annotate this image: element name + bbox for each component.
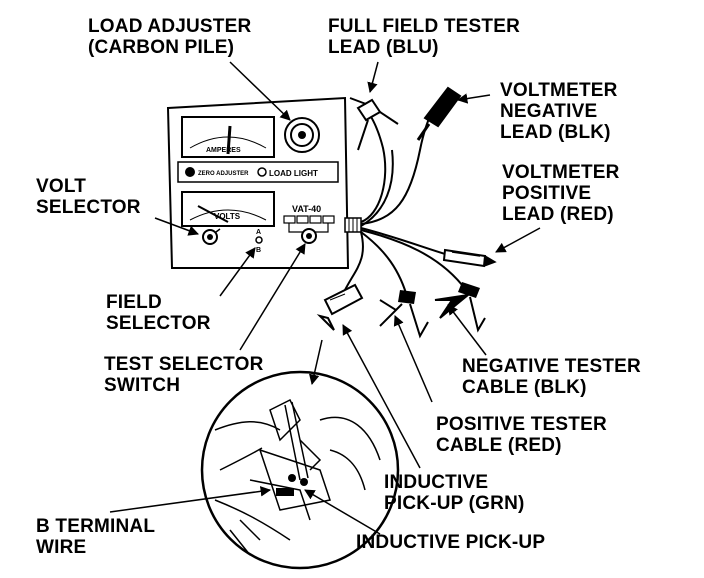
load-light-label: LOAD LIGHT <box>269 169 318 178</box>
load-adjuster-knob[interactable] <box>284 117 320 153</box>
ammeter-label: AMPERES <box>206 147 241 154</box>
volts-label: VOLTS <box>214 212 241 221</box>
volt-selector-knob[interactable] <box>202 228 221 245</box>
full-field-clip <box>349 97 399 151</box>
voltmeter-positive-clip <box>442 248 497 268</box>
leader-lines <box>109 61 541 535</box>
voltmeter-window <box>181 191 275 227</box>
zero-adjuster-icon[interactable] <box>185 167 195 177</box>
svg-text:A: A <box>256 229 261 236</box>
zero-adjuster-label: ZERO ADJUSTER <box>198 171 249 177</box>
tester-body: AMPERES ZERO ADJUSTER LOAD LIGHT VOLTS V… <box>166 96 362 269</box>
svg-text:B: B <box>256 247 261 254</box>
negative-tester-clamp <box>434 282 486 333</box>
model-label: VAT-40 <box>292 204 321 214</box>
label-inductive-pickup: INDUCTIVE PICK-UP <box>356 532 546 553</box>
test-selector-switch[interactable] <box>301 228 317 244</box>
label-load-adjuster: LOAD ADJUSTER(CARBON PILE) <box>88 16 252 58</box>
load-light-icon <box>257 167 267 177</box>
inset-detail <box>200 370 400 570</box>
positive-tester-clamp <box>379 290 429 339</box>
voltmeter-negative-clip <box>416 86 462 141</box>
inductive-pickup-clip <box>316 283 364 331</box>
field-selector[interactable]: A B <box>255 229 263 254</box>
